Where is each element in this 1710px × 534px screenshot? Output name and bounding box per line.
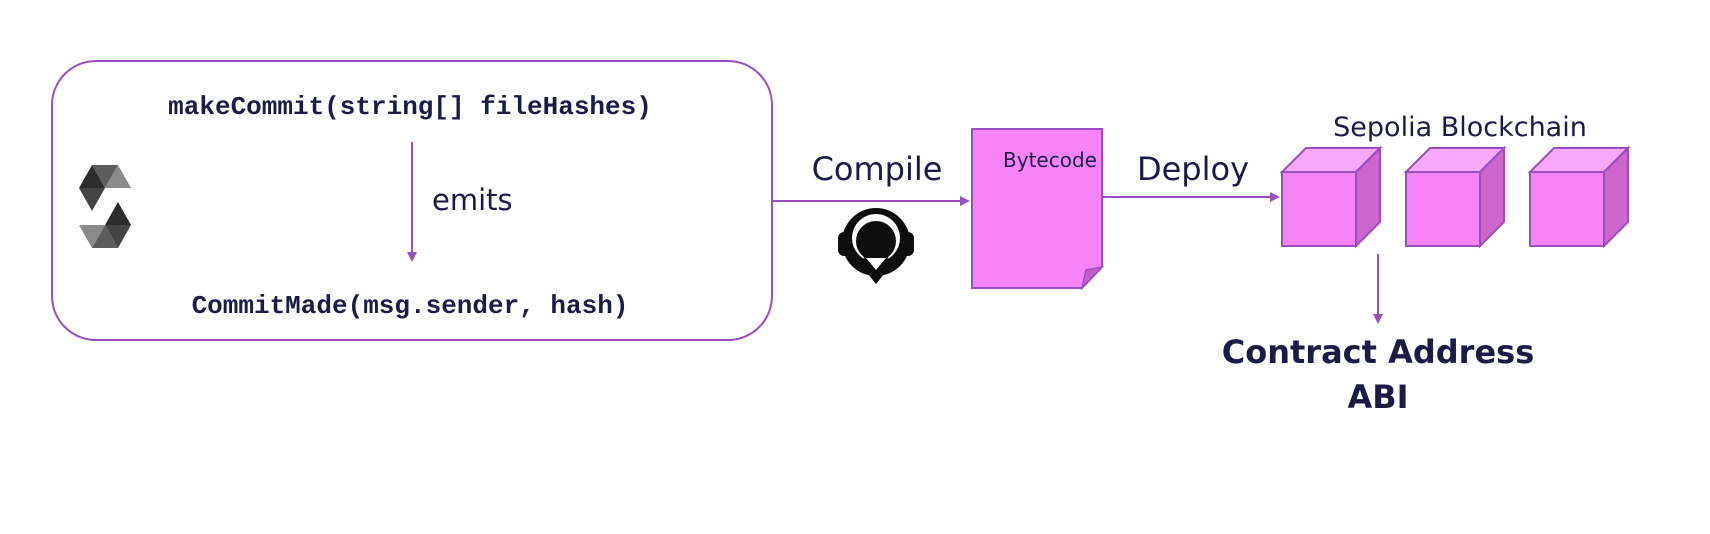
bytecode-document: [971, 128, 1105, 291]
deploy-label: Deploy: [1137, 150, 1249, 188]
abi-label: ABI: [1347, 378, 1408, 416]
blockchain-block-icon: [1527, 145, 1631, 249]
blockchain-label: Sepolia Blockchain: [1333, 112, 1587, 143]
blockchain-block-icon: [1279, 145, 1383, 249]
blockchain-block-icon: [1403, 145, 1507, 249]
function-signature: makeCommit(string[] fileHashes): [168, 92, 652, 122]
bytecode-label: Bytecode: [1003, 148, 1097, 172]
contract-address-label: Contract Address: [1222, 333, 1534, 371]
event-signature: CommitMade(msg.sender, hash): [192, 291, 629, 321]
contract-box: [51, 60, 773, 341]
emits-label: emits: [432, 183, 513, 217]
solidity-logo-icon: [79, 165, 131, 248]
compile-label: Compile: [812, 150, 943, 188]
truffle-logo-icon: [838, 208, 914, 284]
